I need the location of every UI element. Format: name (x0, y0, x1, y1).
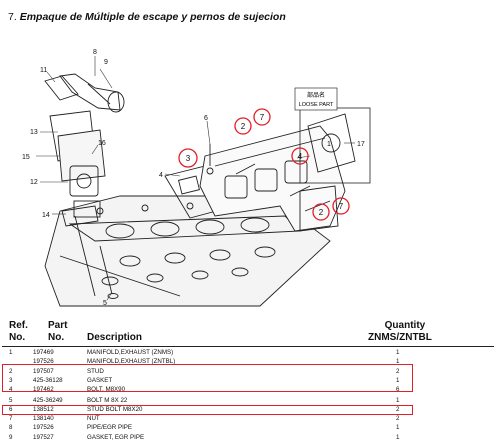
row-quantity: 1 (396, 376, 400, 384)
row-part-number: 197469 (33, 349, 54, 356)
circled-callout-7-top: 7 (260, 113, 265, 122)
row-part-number: 425-36128 (33, 376, 63, 384)
row-ref: 4 (9, 386, 13, 394)
header-ref-line1: Ref. (9, 320, 28, 331)
callout-9: 9 (104, 59, 108, 66)
table-row: 6 138512 STUD BOLT M8X20 2 (0, 405, 496, 414)
row-quantity: 1 (396, 424, 400, 432)
row-ref: 8 (9, 424, 13, 432)
row-part-number: 425-36249 (33, 396, 63, 404)
inset-label-en: LOOSE PART (299, 102, 334, 108)
row-description: GASKET (87, 376, 113, 384)
section-number: 7. (8, 11, 17, 23)
callout-15: 15 (22, 154, 30, 161)
header-rule (2, 346, 494, 347)
highlight-box-row-7 (2, 405, 413, 415)
circled-callout-4: 4 (298, 152, 303, 161)
header-part: Part No. (48, 320, 67, 344)
row-description: GASKET, EGR PIPE (87, 433, 145, 441)
circled-callout-2-top: 2 (241, 122, 246, 131)
callout-17: 17 (357, 141, 365, 148)
header-qty-line1: Quantity (384, 320, 426, 331)
row-part-number: 138512 (33, 405, 54, 413)
row-part-number: 138140 (33, 415, 54, 423)
row-description: BOLT, M8X90 (87, 386, 126, 394)
callout-14: 14 (42, 212, 50, 219)
row-ref: 7 (9, 415, 13, 423)
row-ref: 2 (9, 367, 13, 375)
table-row: 5 425-36249 BOLT M 8X 22 1 (0, 396, 496, 405)
row-ref: 1 (9, 349, 13, 356)
row-part-number: 197526 (33, 424, 54, 432)
row-quantity: 1 (396, 396, 400, 404)
row-description: STUD BOLT M8X20 (87, 405, 143, 413)
row-description: STUD (87, 367, 104, 375)
callout-11: 11 (40, 67, 47, 74)
header-ref-line2: No. (9, 332, 26, 343)
table-row: 1 197469 MANIFOLD,EXHAUST (ZNMS) 1 (0, 348, 496, 357)
row-quantity: 2 (396, 415, 400, 423)
table-row: 7 138140 NUT 2 (0, 414, 496, 423)
header-description: Description (87, 332, 143, 343)
row-description: NUT (87, 415, 100, 423)
table-row: 2 197507 STUD 2 (0, 367, 496, 376)
row-ref: 6 (9, 405, 13, 413)
row-part-number: 197507 (33, 367, 54, 375)
row-quantity: 1 (396, 349, 400, 356)
callout-12: 12 (30, 179, 38, 186)
row-quantity: 1 (396, 358, 400, 366)
header-qty-line2: ZNMS/ZNTBL (368, 332, 432, 343)
row-ref: 9 (9, 433, 13, 441)
row-quantity: 2 (396, 405, 400, 413)
row-description: PIPE/EGR PIPE (87, 424, 133, 432)
row-ref: 5 (9, 396, 13, 404)
callout-4-left: 4 (159, 172, 163, 179)
header-ref: Ref. No. (9, 320, 28, 344)
section-title: 7. Empaque de Múltiple de escape y perno… (8, 11, 286, 23)
highlight-box-rows-2-4 (2, 364, 413, 392)
header-part-line2: No. (48, 332, 65, 343)
row-quantity: 6 (396, 386, 400, 394)
table-row: 4 197462 BOLT, M8X90 6 (0, 385, 496, 394)
callout-8: 8 (93, 49, 97, 56)
table-row: 9 197527 GASKET, EGR PIPE 1 (0, 433, 496, 442)
table-row: 197526 MANIFOLD,EXHAUST (ZNTBL) 1 (0, 357, 496, 366)
row-description: BOLT M 8X 22 (87, 396, 128, 404)
section-title-text: Empaque de Múltiple de escape y pernos d… (19, 11, 286, 23)
row-quantity: 1 (396, 433, 400, 441)
header-part-line1: Part (48, 320, 68, 331)
row-description: MANIFOLD,EXHAUST (ZNMS) (87, 349, 174, 356)
callout-1: 1 (327, 141, 331, 148)
row-part-number: 197527 (33, 433, 54, 441)
circled-callout-2-bottom: 2 (319, 208, 324, 217)
row-quantity: 2 (396, 367, 400, 375)
row-description: MANIFOLD,EXHAUST (ZNTBL) (87, 358, 176, 366)
header-quantity: Quantity ZNMS/ZNTBL (368, 320, 432, 344)
callout-5: 5 (103, 300, 107, 307)
row-part-number: 197462 (33, 386, 54, 394)
circled-callout-7-bottom: 7 (339, 202, 344, 211)
circled-callout-3: 3 (186, 154, 191, 163)
table-row: 8 197526 PIPE/EGR PIPE 1 (0, 423, 496, 432)
callout-16: 16 (98, 140, 106, 147)
table-row: 3 425-36128 GASKET 1 (0, 376, 496, 385)
exploded-parts-diagram: 8 9 11 13 16 15 12 14 5 6 4 17 1 2 7 3 4… (22, 49, 371, 307)
callout-13: 13 (30, 129, 38, 136)
row-ref: 3 (9, 376, 13, 384)
inset-label-jp: 部品名 (307, 91, 325, 99)
row-part-number: 197526 (33, 358, 54, 366)
callout-6: 6 (204, 115, 208, 122)
